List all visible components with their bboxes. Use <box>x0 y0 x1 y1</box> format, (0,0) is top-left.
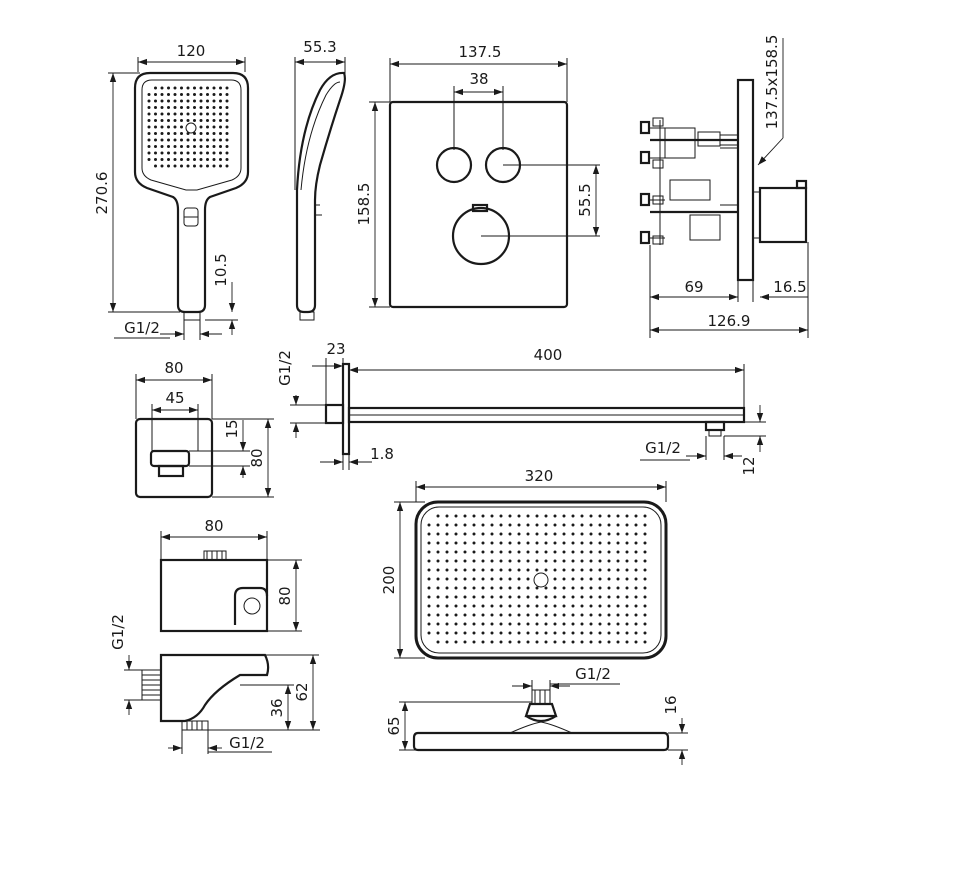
total-depth-label: 126.9 <box>708 312 751 330</box>
outlet-height-label: 80 <box>248 448 266 467</box>
hand-shower-front: 120 270.6 10.5 G1/2 <box>93 42 250 340</box>
arm-thread-left-label: G1/2 <box>276 350 294 386</box>
overhead-nozzles <box>427 514 647 644</box>
flange-label: 23 <box>326 340 345 358</box>
overhead-total-height-label: 65 <box>385 716 403 735</box>
holder-thread-bottom-label: G1/2 <box>229 734 265 752</box>
plate-height-label: 158.5 <box>355 183 373 226</box>
arm-thread <box>324 403 345 425</box>
plate-side <box>736 78 755 282</box>
thermostat-side: 137.5x158.5 69 16.5 126.9 <box>639 35 809 338</box>
arm-drop-label: 12 <box>740 456 758 475</box>
hand-shower-width-label: 120 <box>177 42 206 60</box>
holder-depth-a-label: 36 <box>268 698 286 717</box>
holder-outlet: 80 80 G1/2 36 62 G1/2 <box>109 517 320 754</box>
overhead-height-label: 200 <box>380 566 398 595</box>
overhead-shower-top: 320 200 <box>380 467 668 660</box>
hand-shower-depth-label: 55.3 <box>303 38 336 56</box>
holder-width-label: 80 <box>204 517 223 535</box>
hand-shower-height-label: 270.6 <box>93 172 111 215</box>
stop-button-left <box>435 146 473 184</box>
outlet-offset-label: 15 <box>223 419 241 438</box>
outlet-inner-width-label: 45 <box>165 389 184 407</box>
hand-shower-nozzles <box>147 86 229 168</box>
plate-size-label: 137.5x158.5 <box>763 35 781 130</box>
overhead-width-label: 320 <box>525 467 554 485</box>
arm-length-label: 400 <box>534 346 563 364</box>
knob-side <box>758 186 808 244</box>
plate-width-label: 137.5 <box>459 43 502 61</box>
wall-gap-label: 1.8 <box>370 445 394 463</box>
side-connector <box>299 311 315 321</box>
depth-a-label: 69 <box>684 278 703 296</box>
wall-outlet: 80 45 15 80 <box>134 359 274 499</box>
holder-thread-side-label: G1/2 <box>109 614 127 650</box>
center-nozzle <box>185 122 197 134</box>
hand-shower-offset-label: 10.5 <box>212 253 230 286</box>
vertical-spacing-label: 55.5 <box>576 183 594 216</box>
overhead-thread-label: G1/2 <box>575 665 611 683</box>
shower-arm: 23 400 G1/2 1.8 G1/2 12 <box>276 340 766 476</box>
hose-connector <box>183 311 201 321</box>
knob-indicator <box>471 203 489 213</box>
outlet-width-label: 80 <box>164 359 183 377</box>
hand-shower-thread-label: G1/2 <box>124 319 160 337</box>
arm-thread-right-label: G1/2 <box>645 439 681 457</box>
depth-b-label: 16.5 <box>773 278 806 296</box>
hand-shower-side: 55.3 <box>294 38 346 321</box>
holder-depth-b-label: 62 <box>293 682 311 701</box>
overhead-thickness-label: 16 <box>662 695 680 714</box>
overhead-center <box>533 572 549 588</box>
holder-height-label: 80 <box>276 586 294 605</box>
overhead-shower-side: G1/2 65 16 <box>385 665 688 765</box>
thermostat-plate-front: 137.5 38 158.5 55.5 <box>355 43 600 309</box>
button-spacing-label: 38 <box>469 70 488 88</box>
